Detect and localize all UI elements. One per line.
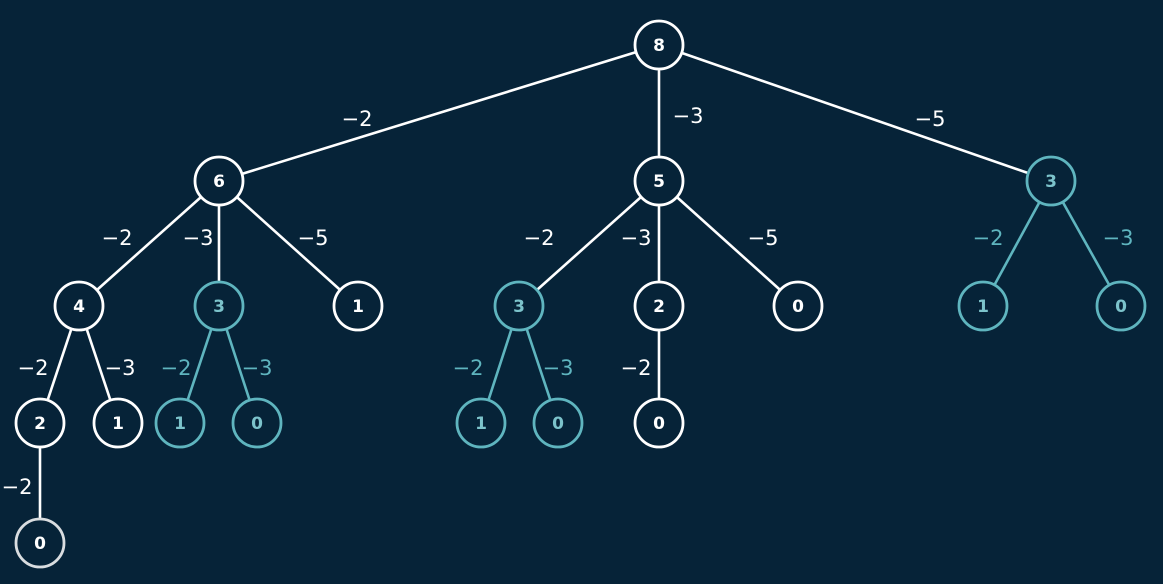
node-circle xyxy=(14,397,66,449)
node-value: 0 xyxy=(552,414,564,434)
tree-node: 6 xyxy=(193,155,245,207)
edge-label: −3 xyxy=(673,104,704,128)
edge-label: −2 xyxy=(524,226,555,250)
node-value: 3 xyxy=(213,297,225,317)
tree-node: 1 xyxy=(92,397,144,449)
node-circle xyxy=(493,280,545,332)
tree-node: 5 xyxy=(633,155,685,207)
edge-label: −2 xyxy=(621,356,652,380)
nodes-layer: 8 6 5 3 4 3 1 3 2 0 1 0 2 1 1 0 1 0 0 0 xyxy=(14,19,1147,569)
tree-node: 0 xyxy=(633,397,685,449)
node-circle xyxy=(92,397,144,449)
node-circle xyxy=(332,280,384,332)
node-circle xyxy=(532,397,584,449)
node-circle xyxy=(1025,155,1077,207)
tree-node: 0 xyxy=(14,517,66,569)
node-circle xyxy=(772,280,824,332)
tree-node: 8 xyxy=(633,19,685,71)
node-value: 1 xyxy=(174,414,186,434)
node-circle xyxy=(633,280,685,332)
tree-node: 2 xyxy=(14,397,66,449)
node-value: 1 xyxy=(112,414,124,434)
tree-edge xyxy=(77,179,221,308)
edge-labels-layer: −2 −3 −5 −2 −3 −5 −2 −3 −5 −2 −3 −2 −3 −2 −3 −2 −3 −2 −2 xyxy=(2,104,1134,499)
node-value: 2 xyxy=(34,414,46,434)
edge-label: −3 xyxy=(621,226,652,250)
tree-node: 0 xyxy=(772,280,824,332)
node-circle xyxy=(633,397,685,449)
tree-node: 1 xyxy=(455,397,507,449)
edge-label: −2 xyxy=(161,356,192,380)
node-circle xyxy=(957,280,1009,332)
edge-label: −5 xyxy=(748,226,779,250)
tree-node: 0 xyxy=(231,397,283,449)
node-value: 0 xyxy=(792,297,804,317)
tree-edge xyxy=(217,179,360,308)
tree-edge xyxy=(657,179,800,308)
tree-edge xyxy=(217,43,661,183)
node-value: 0 xyxy=(1115,297,1127,317)
tree-edge xyxy=(517,179,661,308)
edge-label: −2 xyxy=(342,107,373,131)
tree-node: 0 xyxy=(1095,280,1147,332)
edge-label: −2 xyxy=(973,226,1004,250)
tree-node: 0 xyxy=(532,397,584,449)
edge-label: −3 xyxy=(543,356,574,380)
node-value: 6 xyxy=(213,172,225,192)
node-circle xyxy=(14,517,66,569)
node-circle xyxy=(193,280,245,332)
tree-node: 3 xyxy=(493,280,545,332)
node-value: 5 xyxy=(653,172,665,192)
node-circle xyxy=(154,397,206,449)
tree-node: 1 xyxy=(332,280,384,332)
edge-label: −5 xyxy=(298,226,329,250)
node-value: 0 xyxy=(653,414,665,434)
edge-label: −2 xyxy=(2,475,33,499)
edge-label: −3 xyxy=(242,356,273,380)
tree-edge xyxy=(657,43,1053,183)
tree-node: 1 xyxy=(957,280,1009,332)
node-circle xyxy=(1095,280,1147,332)
edge-label: −3 xyxy=(1103,226,1134,250)
tree-node: 2 xyxy=(633,280,685,332)
edge-label: −2 xyxy=(453,356,484,380)
node-value: 1 xyxy=(977,297,989,317)
node-value: 4 xyxy=(73,297,85,317)
node-circle xyxy=(53,280,105,332)
tree-node: 3 xyxy=(1025,155,1077,207)
node-value: 1 xyxy=(352,297,364,317)
node-value: 0 xyxy=(251,414,263,434)
tree-node: 1 xyxy=(154,397,206,449)
edge-label: −5 xyxy=(915,107,946,131)
node-value: 2 xyxy=(653,297,665,317)
node-circle xyxy=(455,397,507,449)
node-circle xyxy=(633,155,685,207)
tree-node: 3 xyxy=(193,280,245,332)
tree-node: 4 xyxy=(53,280,105,332)
node-value: 0 xyxy=(34,534,46,554)
node-circle xyxy=(231,397,283,449)
node-circle xyxy=(633,19,685,71)
node-value: 1 xyxy=(475,414,487,434)
edge-label: −3 xyxy=(105,356,136,380)
node-value: 3 xyxy=(1045,172,1057,192)
node-circle xyxy=(193,155,245,207)
edge-label: −2 xyxy=(18,356,49,380)
node-value: 8 xyxy=(653,36,665,56)
edge-label: −2 xyxy=(102,226,133,250)
node-value: 3 xyxy=(513,297,525,317)
edge-label: −3 xyxy=(183,226,214,250)
